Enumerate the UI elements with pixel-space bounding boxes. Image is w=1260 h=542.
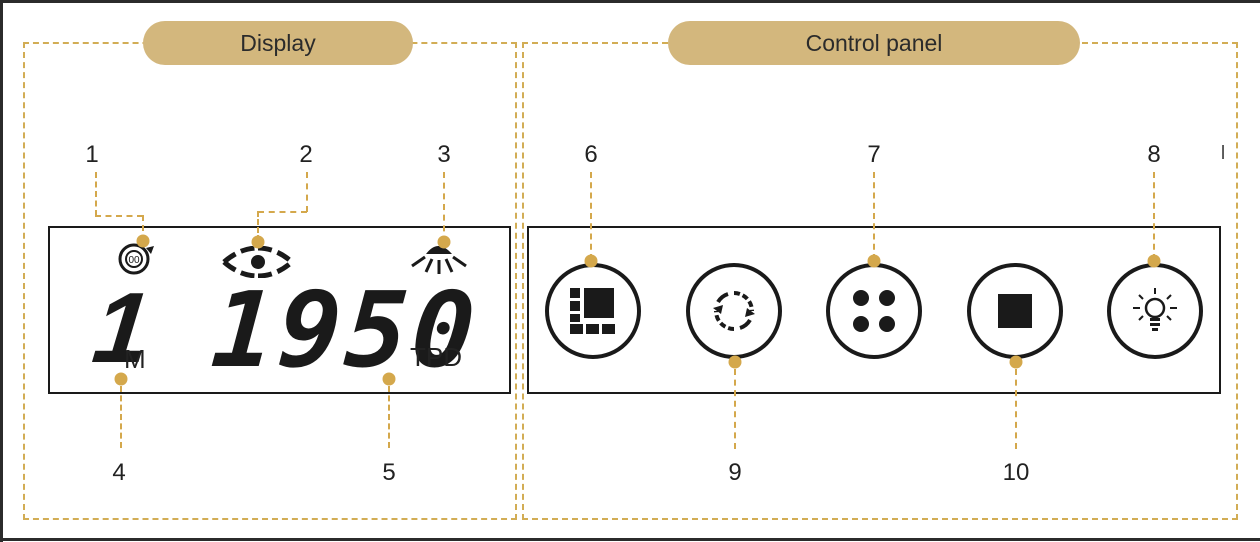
callout-4-dot [114, 372, 128, 386]
grid-layout-icon [570, 288, 615, 334]
callout-8-leader [1153, 172, 1155, 260]
callout-6-dot [584, 254, 598, 268]
lamp-light-icon [411, 246, 467, 274]
lightbulb-button[interactable] [1107, 263, 1203, 359]
callout-1-leader-vertical [95, 172, 97, 216]
stray-mark: I [1220, 142, 1226, 164]
lcd-counter-unit: TPD [410, 342, 462, 372]
callout-3-dot [437, 235, 451, 249]
callout-10-dot [1009, 355, 1023, 369]
callout-1-label: 1 [85, 141, 99, 168]
callout-5-dot [382, 372, 396, 386]
control-panel-title-pill: Control panel [668, 21, 1080, 65]
callout-7-label: 7 [867, 141, 881, 168]
callout-7-dot [867, 254, 881, 268]
callout-8-label: 8 [1147, 141, 1161, 168]
callout-9-dot [728, 355, 742, 369]
callout-6-label: 6 [584, 141, 598, 168]
callout-3-label: 3 [437, 141, 451, 168]
lcd-mode-unit: M [124, 344, 146, 374]
frame-left-line [0, 0, 3, 542]
callout-1-leader-horizontal [95, 215, 143, 217]
frame-top-line [0, 0, 1260, 3]
callout-4-leader [120, 386, 122, 448]
timer-cycle-icon: 00 [118, 243, 154, 275]
callout-9-label: 9 [728, 459, 742, 486]
callout-5-leader [388, 386, 390, 448]
grid-layout-button[interactable] [545, 263, 641, 359]
svg-text:00: 00 [128, 255, 140, 266]
callout-2-leader-vertical [306, 172, 308, 212]
eye-icon [222, 246, 294, 278]
display-title: Display [240, 29, 316, 56]
frame-bottom-line [0, 538, 1260, 541]
callout-1-dot [136, 234, 150, 248]
callout-2-label: 2 [299, 141, 313, 168]
callout-6-leader [590, 172, 592, 260]
callout-3-leader [443, 172, 445, 242]
callout-4-label: 4 [112, 459, 126, 486]
stop-square-button[interactable] [967, 263, 1063, 359]
display-title-pill: Display [143, 21, 413, 65]
callout-8-dot [1147, 254, 1161, 268]
callout-10-leader [1015, 369, 1017, 449]
four-dots-button[interactable] [826, 263, 922, 359]
refresh-cycle-icon [713, 291, 755, 331]
refresh-cycle-button[interactable] [686, 263, 782, 359]
callout-1-leader-drop [142, 215, 144, 241]
callout-7-leader [873, 172, 875, 260]
lightbulb-icon [1133, 288, 1177, 331]
callout-9-leader [734, 369, 736, 449]
callout-2-dot [251, 235, 265, 249]
callout-2-leader-horizontal [258, 211, 307, 213]
stop-square-icon [998, 294, 1032, 328]
control-panel-title: Control panel [805, 29, 943, 56]
callout-2-leader-drop [257, 211, 259, 241]
four-dots-icon [853, 290, 895, 332]
callout-5-label: 5 [382, 459, 396, 486]
callout-10-label: 10 [1002, 459, 1030, 486]
